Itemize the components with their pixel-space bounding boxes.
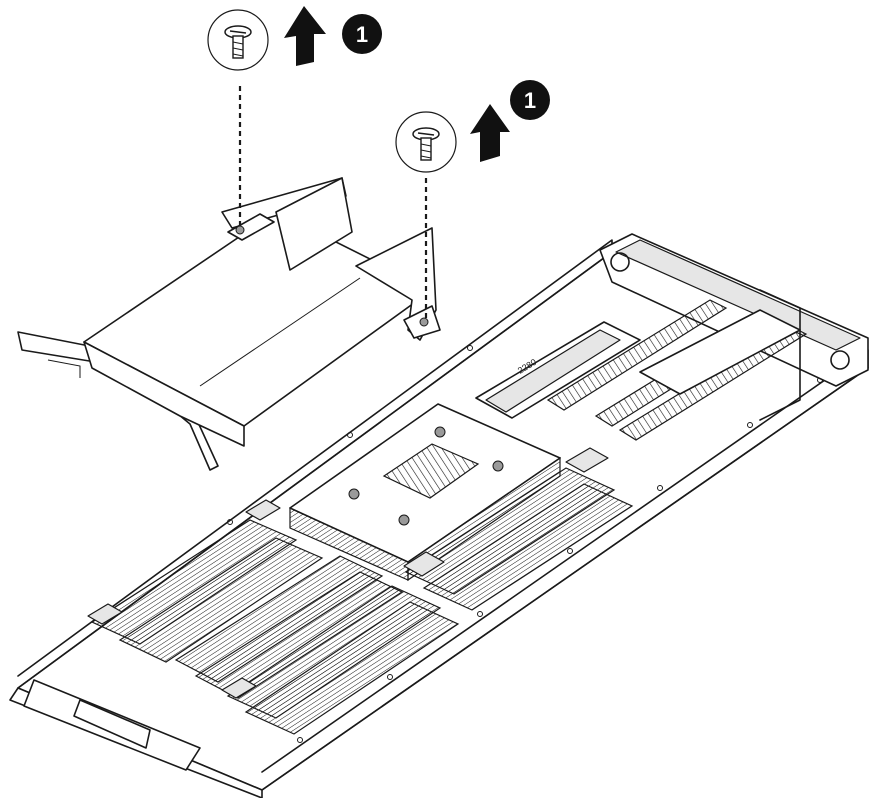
step-callout-label: 1 [524,88,536,113]
step-callout-1: 1 [510,80,550,120]
dimm-bank-left [87,499,324,663]
dimm-bank-rear [403,447,634,611]
screw-removal-right: 1 [395,80,550,318]
arrow-up-icon [284,6,326,66]
screw-icon [207,9,269,71]
screw-icon [395,111,457,173]
rail-holes [107,345,823,743]
dimm-bank-front [221,585,460,735]
step-callout-label: 1 [356,22,368,47]
m2-slot: 2280 [475,321,641,419]
screw-removal-left: 1 [207,6,382,226]
step-callout-1: 1 [342,14,382,54]
arrow-up-icon [470,104,510,162]
pcie-slots [546,299,808,441]
air-duct [17,177,441,471]
rear-io-bracket [599,233,869,421]
